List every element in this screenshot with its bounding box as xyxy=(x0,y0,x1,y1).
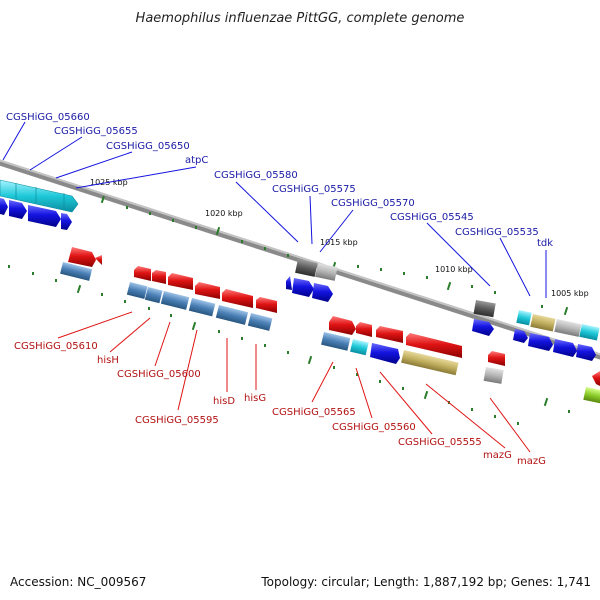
label-hisG[interactable]: hisG xyxy=(244,393,266,404)
feature-block[interactable] xyxy=(188,297,216,317)
gene-arrow[interactable] xyxy=(376,326,403,343)
top-strand-labels: CGSHiGG_05660 CGSHiGG_05655 CGSHiGG_0565… xyxy=(6,112,553,249)
gene-arrow[interactable] xyxy=(576,344,596,361)
cluster-left-bottom xyxy=(60,247,277,331)
feature-block[interactable] xyxy=(321,332,351,351)
gene-arrow[interactable] xyxy=(222,289,253,308)
gene-arrow[interactable] xyxy=(356,322,372,337)
gene-arrow[interactable] xyxy=(592,371,600,386)
gene-arrow[interactable] xyxy=(28,205,61,227)
gene-arrow[interactable] xyxy=(9,200,27,219)
label-CGSHiGG-05560[interactable]: CGSHiGG_05560 xyxy=(332,422,416,433)
bottom-strand-labels: CGSHiGG_05610 hisH CGSHiGG_05600 CGSHiGG… xyxy=(14,341,546,467)
label-CGSHiGG-05580[interactable]: CGSHiGG_05580 xyxy=(214,170,298,181)
label-CGSHiGG-05650[interactable]: CGSHiGG_05650 xyxy=(106,141,190,152)
label-mazG-2[interactable]: mazG xyxy=(517,456,546,467)
cluster-middle xyxy=(286,258,338,302)
cluster-right xyxy=(472,300,600,404)
callout-lines-top xyxy=(2,121,547,298)
label-CGSHiGG-05610[interactable]: CGSHiGG_05610 xyxy=(14,341,98,352)
feature-block[interactable] xyxy=(483,367,504,384)
label-CGSHiGG-05655[interactable]: CGSHiGG_05655 xyxy=(54,126,138,137)
gene-arrow[interactable] xyxy=(472,319,494,336)
scale-label-1010: 1010 kbp xyxy=(435,265,473,274)
gene-arrow[interactable] xyxy=(553,339,577,357)
feature-block[interactable] xyxy=(516,309,532,326)
gene-arrow[interactable] xyxy=(168,273,193,290)
label-tdk[interactable]: tdk xyxy=(537,238,553,249)
topology-summary: Topology: circular; Length: 1,887,192 bp… xyxy=(260,575,591,589)
gene-arrow[interactable] xyxy=(370,343,400,364)
gene-arrow[interactable] xyxy=(286,276,292,290)
gene-arrow[interactable] xyxy=(256,297,277,313)
gene-arrow[interactable] xyxy=(513,329,528,343)
label-hisD[interactable]: hisD xyxy=(213,396,235,407)
label-atpC[interactable]: atpC xyxy=(185,155,208,166)
label-CGSHiGG-05575[interactable]: CGSHiGG_05575 xyxy=(272,184,356,195)
label-CGSHiGG-05555[interactable]: CGSHiGG_05555 xyxy=(398,437,482,448)
feature-block[interactable] xyxy=(583,386,600,404)
scale-label-1020: 1020 kbp xyxy=(205,209,243,218)
gene-arrow[interactable] xyxy=(292,278,314,297)
gene-arrow[interactable] xyxy=(312,283,333,302)
label-CGSHiGG-05600[interactable]: CGSHiGG_05600 xyxy=(117,369,201,380)
feature-block[interactable] xyxy=(315,263,338,281)
label-CGSHiGG-05570[interactable]: CGSHiGG_05570 xyxy=(331,198,415,209)
feature-block[interactable] xyxy=(579,324,600,341)
feature-block[interactable] xyxy=(60,261,93,281)
feature-block[interactable] xyxy=(247,313,273,331)
cluster-center-right xyxy=(321,316,462,376)
feature-block[interactable] xyxy=(215,305,249,325)
label-mazG-1[interactable]: mazG xyxy=(483,450,512,461)
gene-arrow[interactable] xyxy=(195,282,220,299)
gene-arrow[interactable] xyxy=(329,316,356,335)
feature-block[interactable] xyxy=(295,258,318,277)
gene-arrow[interactable] xyxy=(95,255,102,265)
gene-arrow[interactable] xyxy=(152,270,166,284)
label-CGSHiGG-05565[interactable]: CGSHiGG_05565 xyxy=(272,407,356,418)
feature-block[interactable] xyxy=(160,291,190,310)
scale-label-1005: 1005 kbp xyxy=(551,289,589,298)
gene-arrow[interactable] xyxy=(488,351,505,366)
label-CGSHiGG-05595[interactable]: CGSHiGG_05595 xyxy=(135,415,219,426)
callout-lines-bottom xyxy=(57,311,531,453)
gene-arrow[interactable] xyxy=(0,198,8,215)
map-title: Haemophilus influenzae PittGG, complete … xyxy=(136,11,465,26)
gene-arrow[interactable] xyxy=(61,213,72,230)
gene-arrow[interactable] xyxy=(68,247,96,267)
label-CGSHiGG-05535[interactable]: CGSHiGG_05535 xyxy=(455,227,539,238)
feature-block[interactable] xyxy=(554,318,582,337)
feature-block[interactable] xyxy=(473,300,496,318)
feature-block[interactable] xyxy=(144,287,163,304)
feature-block[interactable] xyxy=(126,282,148,299)
gene-arrow[interactable] xyxy=(406,333,462,358)
cluster-left-top xyxy=(0,179,79,230)
accession-text: Accession: NC_009567 xyxy=(10,575,146,589)
gene-arrow[interactable] xyxy=(528,333,553,351)
label-CGSHiGG-05545[interactable]: CGSHiGG_05545 xyxy=(390,212,474,223)
label-CGSHiGG-05660[interactable]: CGSHiGG_05660 xyxy=(6,112,90,123)
feature-block[interactable] xyxy=(401,350,459,376)
scale-label-1015: 1015 kbp xyxy=(320,238,358,247)
gene-arrow[interactable] xyxy=(134,266,151,281)
scale-ticks xyxy=(76,195,569,407)
feature-block[interactable] xyxy=(530,314,556,332)
label-hisH[interactable]: hisH xyxy=(97,355,119,366)
feature-block[interactable] xyxy=(350,339,369,356)
